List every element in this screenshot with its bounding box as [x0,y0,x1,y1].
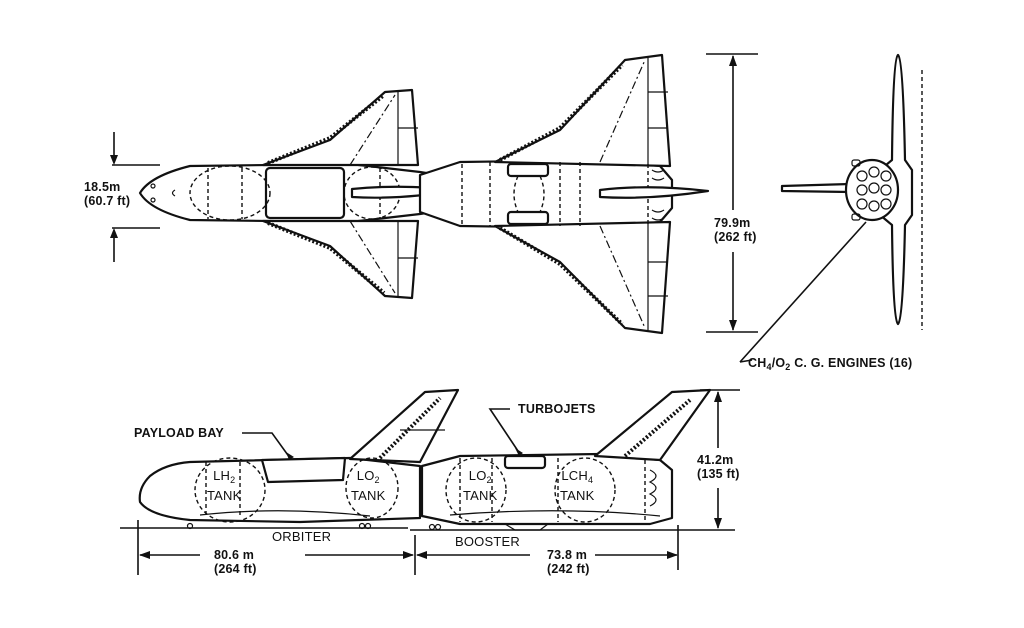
orbiter-span-label: 18.5m (60.7 ft) [84,180,130,208]
height-metric: 41.2m [697,453,734,467]
booster-wing-lower [493,220,672,335]
height-imperial: (135 ft) [697,467,740,481]
orbiter-fuselage-side [138,456,422,524]
booster-span-label: 79.9m (262 ft) [714,216,757,244]
orbiter-payload-bay-top [264,166,346,220]
booster-span-metric: 79.9m [714,216,751,230]
orbiter-stage-label: ORBITER [272,529,332,544]
turbojets-callout: TURBOJETS [518,402,596,416]
orbiter-span-metric: 18.5m [84,180,121,194]
top-view [110,53,758,335]
orbiter-length-imperial: (264 ft) [214,562,257,576]
booster-wing-upper [493,53,672,168]
orbiter-length-metric: 80.6 m [214,548,255,562]
rear-view [739,53,923,363]
orbiter-length-label: 80.6 m (264 ft) [214,548,257,576]
booster-lch4-tank-label: LCH4 TANK [560,468,595,503]
orbiter-payload-bay-side [260,456,347,484]
booster-stage-label: BOOSTER [455,534,520,549]
payload-bay-callout: PAYLOAD BAY [134,426,224,440]
booster-length-label: 73.8 m (242 ft) [547,548,590,576]
orbiter-wing-lower [261,219,420,300]
orbiter-lh2-tank-label: LH2 TANK [207,468,242,503]
booster-length-metric: 73.8 m [547,548,588,562]
orbiter-wing-upper [261,88,420,167]
engines-callout: CH4/O2 C. G. ENGINES (16) [748,356,913,372]
turbojet-pod [503,454,547,470]
orbiter-span-imperial: (60.7 ft) [84,194,131,208]
booster-span-imperial: (262 ft) [714,230,757,244]
orbiter-lo2-tank-label: LO2 TANK [351,468,386,503]
booster-lo2-tank-label: LO2 TANK [463,468,498,503]
height-label: 41.2m (135 ft) [697,453,740,481]
side-view [120,388,740,575]
booster-length-imperial: (242 ft) [547,562,590,576]
